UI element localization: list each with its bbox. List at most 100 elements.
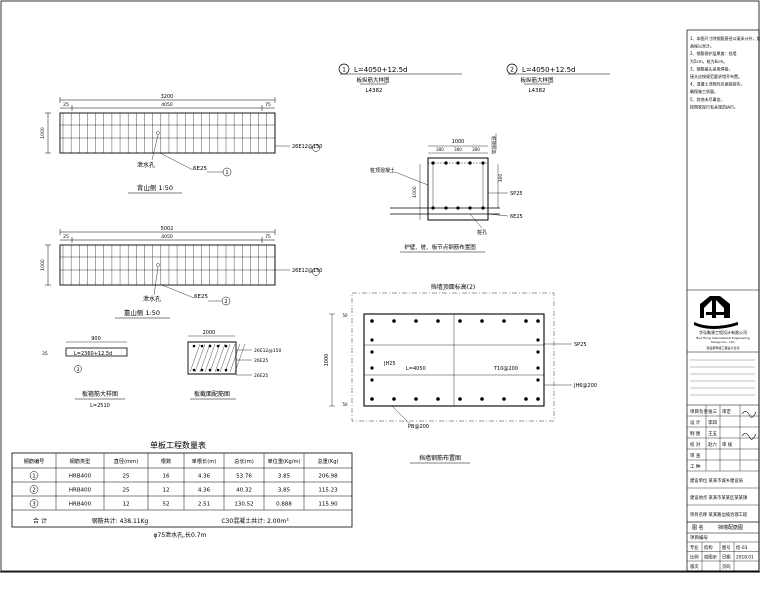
elevation-title: 靠山侧 1:50 bbox=[124, 308, 160, 317]
note-line: 为5cm，桩为6cm。 bbox=[690, 58, 727, 64]
wall-panel bbox=[59, 112, 276, 154]
plan-right-label-1: SP25 bbox=[574, 342, 587, 348]
rebar-dot bbox=[536, 319, 540, 323]
company-name-cn: 华弘聚源工程设计有限公司 bbox=[699, 329, 747, 335]
rebar-dot bbox=[370, 319, 374, 323]
note-line: 按国家现行有关规范执行。 bbox=[690, 103, 738, 109]
rebar-dot bbox=[208, 344, 212, 348]
table-header-cell: 根数 bbox=[161, 457, 172, 465]
table-cell: 4.36 bbox=[198, 474, 211, 480]
meta-cell: 版次 bbox=[690, 563, 699, 570]
bar2-title: 板纵筋大样图 bbox=[520, 76, 554, 84]
section-dim: 2000 bbox=[203, 330, 216, 336]
bar1-title: 板纵筋大样图 bbox=[356, 76, 390, 84]
dim-left: 25 bbox=[63, 102, 69, 108]
small-bar-marker-text: 3 bbox=[77, 367, 80, 373]
project-row: 建设单位 某某市城乡建设局 bbox=[690, 477, 743, 484]
table-cell: 206.98 bbox=[318, 474, 338, 480]
node-left-label: 桩顶混凝土 bbox=[370, 167, 395, 174]
small-bar-length: L=2510 bbox=[90, 403, 110, 409]
table-cell: 12 bbox=[163, 488, 170, 494]
rebar-dot bbox=[536, 338, 540, 342]
sign-cell: 王五 bbox=[708, 431, 717, 437]
node-dim-a: 300 bbox=[436, 147, 444, 152]
sign-cell: 审 查 bbox=[690, 452, 701, 459]
small-bar-formula: L=2360+12.5d bbox=[74, 351, 112, 357]
rebar-dot bbox=[192, 344, 196, 348]
plan-right-label-2: JH6@200 bbox=[573, 383, 597, 389]
plan-left-dim: 1000 bbox=[324, 354, 330, 367]
section-label-2: 26E25 bbox=[254, 358, 268, 364]
table-title: 单板工程数量表 bbox=[150, 440, 206, 450]
bar-callout: 6E25 bbox=[193, 166, 207, 172]
plan-title: 挡墙钢筋布置图 bbox=[419, 454, 461, 462]
note-line: 1、本图尺寸除钢筋直径以毫米计外，其余均以厘米计， bbox=[690, 35, 760, 41]
table-header-cell: 单位重(Kg/m) bbox=[267, 457, 300, 465]
table-grid bbox=[12, 453, 352, 511]
hatch-line bbox=[194, 343, 206, 373]
table-cell: 12 bbox=[123, 502, 130, 508]
drawing-no-label: 项目编号 bbox=[690, 534, 708, 541]
meta-cell: 比例 bbox=[690, 554, 699, 561]
table-cell: 3.85 bbox=[278, 474, 291, 480]
dim-right: 75 bbox=[265, 102, 271, 108]
sign-table: 项目负责张三审定设 计李四制 图王五校 对赵六审 核审 查工 种 bbox=[687, 405, 759, 472]
node-detail: 1000 300 300 300 1000 300 桩顶标高 桩顶混凝土 SP2… bbox=[370, 133, 523, 253]
hatch-line bbox=[224, 343, 236, 373]
table-cell: 115.90 bbox=[318, 502, 338, 508]
hatch-line bbox=[229, 343, 241, 373]
note-line: 确保施工质量。 bbox=[690, 88, 718, 94]
table-cell: HRB400 bbox=[69, 502, 92, 508]
elevation-bottom: 5002 25 4050 75 1000 26E12@150 泄水孔 6E25 … bbox=[40, 226, 322, 319]
rebar-dot bbox=[458, 319, 462, 323]
side-dim: 1000 bbox=[40, 259, 46, 271]
node-side-dim: 1000 bbox=[412, 186, 418, 198]
table-total-concrete: C30混凝土共计: 2.00m³ bbox=[221, 517, 289, 525]
table-cell: HRB400 bbox=[69, 488, 92, 494]
sign-cell: 李四 bbox=[708, 419, 717, 426]
rebar-dot bbox=[480, 319, 484, 323]
table-header-cell: 单根长(m) bbox=[192, 457, 217, 465]
top-bar-details: 1 L=4050+12.5d 板纵筋大样图 L4382 2 L=4050+12.… bbox=[338, 63, 610, 94]
node-dim-b: 300 bbox=[454, 147, 462, 152]
rebar-dot bbox=[536, 350, 540, 354]
table-cell: 25 bbox=[123, 488, 130, 494]
bar-callout: 6E25 bbox=[194, 294, 208, 300]
section-label-3: 26E25 bbox=[254, 373, 268, 379]
hatch-line bbox=[204, 343, 216, 373]
hatch-line bbox=[209, 343, 221, 373]
node-box bbox=[427, 157, 489, 221]
plan-label-c: T10@200 bbox=[493, 366, 518, 372]
stirrup-marker bbox=[312, 144, 320, 152]
rebar-dot bbox=[192, 368, 196, 372]
signature-mark bbox=[741, 411, 757, 418]
table-cell: 2 bbox=[32, 488, 36, 494]
node-bottom-label: 桩孔 bbox=[477, 229, 487, 236]
meta-cell: 日期 bbox=[722, 555, 731, 561]
meta-cell: 图号 bbox=[722, 545, 731, 551]
bar-marker-text: 2 bbox=[224, 299, 227, 305]
sign-cell: 工 种 bbox=[690, 463, 701, 470]
rebar-dot bbox=[370, 338, 374, 342]
table-header-cell: 总重(Kg) bbox=[317, 457, 338, 465]
table-cell: 0.888 bbox=[276, 502, 292, 508]
table-cell: 25 bbox=[123, 474, 130, 480]
table-cell: 3 bbox=[32, 502, 36, 508]
table-cell: 1 bbox=[32, 474, 36, 480]
side-dim: 1000 bbox=[40, 127, 46, 139]
quantity-table: 单板工程数量表 钢筋编号钢筋类型直径(mm)根数单根长(m)总长(m)单位重(K… bbox=[11, 440, 353, 539]
rebar-dot bbox=[436, 397, 440, 401]
plan-top-label: 挡墙顶面标高(2) bbox=[431, 283, 476, 291]
note-line: 接头应按规范要求错开布置。 bbox=[690, 73, 742, 79]
section-label-1: 26E12@150 bbox=[254, 348, 282, 354]
bar2-marker-text: 2 bbox=[510, 67, 514, 74]
rebar-dot bbox=[536, 366, 540, 370]
table-cell: 16 bbox=[163, 474, 170, 480]
meta-cell: 2018.01 bbox=[736, 555, 754, 561]
rebar-dot bbox=[208, 368, 212, 372]
meta-cell: 页码 bbox=[722, 563, 731, 570]
table-cell: 4.36 bbox=[198, 488, 211, 494]
table-header-cell: 钢筋类型 bbox=[70, 457, 91, 465]
